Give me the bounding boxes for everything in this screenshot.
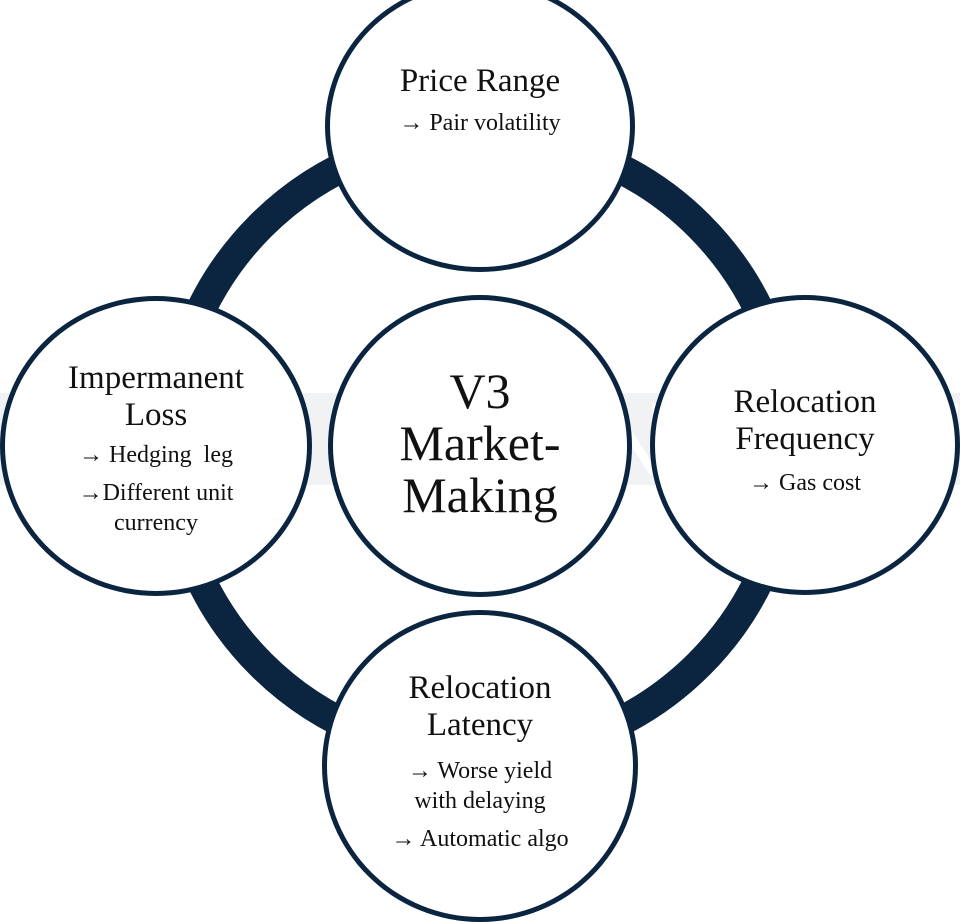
node-price-range-title: Price Range (399, 62, 561, 99)
node-relocation-frequency-title-line2: Frequency (735, 421, 875, 457)
node-relocation-frequency-note: → Gas cost (749, 470, 861, 496)
node-relocation-latency-note-delaying: with delaying (414, 788, 546, 814)
node-price-range: Price Range → Pair volatility (325, 0, 635, 272)
center-title-line3: Making (402, 467, 558, 523)
node-relocation-frequency-title-line1: Relocation (733, 384, 877, 420)
node-relocation-latency: Relocation Latency → Worse yield with de… (322, 610, 638, 922)
node-impermanent-loss: Impermanent Loss → Hedging leg →Differen… (0, 296, 312, 596)
center-title-line1: V3 (449, 363, 511, 419)
node-impermanent-loss-note-hedging: → Hedging leg (79, 442, 233, 468)
node-price-range-note: → Pair volatility (399, 109, 561, 136)
node-impermanent-loss-title-line1: Impermanent (68, 360, 244, 396)
node-impermanent-loss-note-currency: currency (114, 510, 198, 536)
node-impermanent-loss-note-unit: →Different unit (78, 480, 234, 506)
node-center-v3-market-making: V3 Market- Making (328, 295, 632, 597)
node-relocation-latency-note-yield: → Worse yield (407, 758, 553, 784)
node-relocation-latency-note-algo: → Automatic algo (391, 826, 569, 852)
node-relocation-latency-title-line2: Latency (426, 707, 534, 743)
node-impermanent-loss-title-line2: Loss (124, 397, 188, 433)
center-title-line2: Market- (399, 415, 561, 471)
node-relocation-latency-title-line1: Relocation (408, 670, 552, 706)
node-relocation-frequency: Relocation Frequency → Gas cost (650, 295, 960, 595)
